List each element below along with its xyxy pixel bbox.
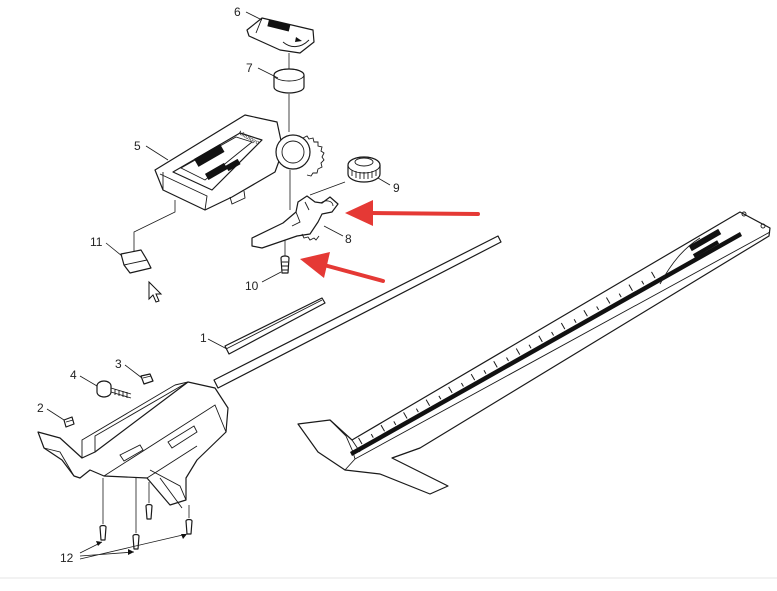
scale-tick — [448, 386, 453, 394]
callout-10: 10 — [245, 279, 259, 293]
callout-11: 11 — [90, 235, 103, 249]
scale-tick — [438, 395, 442, 400]
scale-rail-part — [213, 235, 502, 389]
scale-tick — [380, 424, 385, 432]
scale-tick — [425, 399, 431, 406]
scale-tick — [403, 412, 408, 419]
scale-tick — [528, 344, 532, 349]
scale-tick — [573, 318, 577, 323]
callout-9: 9 — [393, 181, 400, 195]
set-screw-part — [140, 373, 154, 385]
scale-tick — [628, 284, 633, 292]
highlight-arrow-part-8 — [345, 200, 480, 226]
scale-tick — [460, 382, 464, 387]
thumb-roller-part — [347, 156, 381, 183]
leader-6 — [245, 11, 263, 21]
leader-9 — [377, 177, 391, 186]
assembly-leader-lines — [133, 53, 346, 256]
slider-lever-part — [251, 195, 339, 249]
scale-tick — [651, 271, 656, 279]
scale-tick — [415, 408, 419, 413]
scale-tick — [515, 348, 521, 355]
highlight-arrow-part-10 — [300, 252, 385, 283]
callout-12: 12 — [60, 551, 74, 565]
leader-2 — [46, 408, 65, 421]
scale-tick — [506, 357, 509, 362]
scale-tick — [370, 433, 374, 438]
leader-11 — [105, 242, 123, 257]
small-screw-part — [63, 416, 75, 428]
leader-4 — [79, 375, 98, 387]
callout-8: 8 — [345, 232, 352, 246]
mounting-screws-part — [99, 478, 193, 550]
callout-1: 1 — [200, 331, 207, 345]
clamp-screw-part — [96, 380, 132, 399]
scale-tick — [560, 322, 566, 330]
scale-tick — [538, 335, 543, 343]
callout-2: 2 — [37, 401, 44, 415]
callout-5: 5 — [134, 139, 141, 153]
scale-tick — [393, 421, 397, 426]
callout-3: 3 — [115, 357, 122, 371]
gib-strip-part — [224, 297, 326, 355]
display-unit-part: Mitutoyo — [154, 114, 325, 211]
main-scale-part — [297, 211, 771, 495]
lever-screw-part — [280, 255, 290, 274]
scale-tick — [583, 309, 588, 317]
scale-tick — [605, 297, 611, 304]
mouse-cursor-icon — [148, 280, 163, 303]
scale-tick — [493, 361, 498, 368]
leader-8 — [323, 225, 344, 237]
callout-6: 6 — [234, 5, 241, 19]
scale-tick — [596, 306, 600, 311]
leader-3 — [124, 364, 143, 379]
scale-tick — [551, 331, 555, 336]
callout-4: 4 — [70, 368, 77, 382]
callout-7: 7 — [246, 61, 253, 75]
slider-body-part — [37, 381, 229, 509]
clip-plate-part — [120, 249, 152, 274]
leader-1 — [207, 338, 228, 350]
battery-cover-part — [246, 17, 315, 54]
leader-5 — [145, 145, 169, 161]
scale-tick — [358, 437, 363, 445]
scale-tick — [470, 373, 476, 381]
scale-tick — [618, 293, 622, 298]
leader-7 — [257, 67, 279, 79]
scale-tick — [641, 280, 645, 285]
scale-graduations — [358, 271, 656, 445]
battery-part — [273, 68, 305, 94]
scale-tick — [483, 370, 487, 375]
leader-10 — [261, 271, 282, 283]
